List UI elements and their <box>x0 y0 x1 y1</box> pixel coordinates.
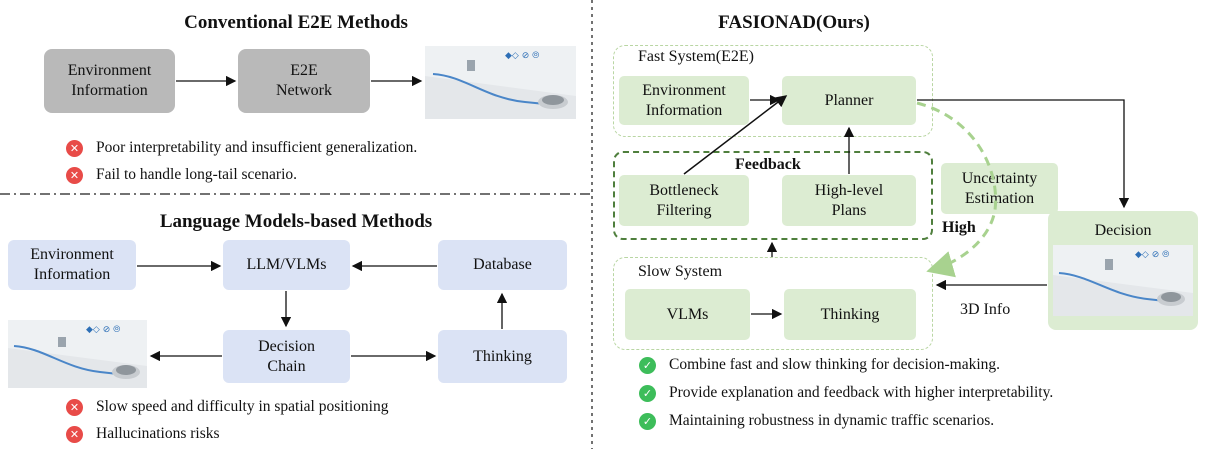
decision-chain-box: Decision Chain <box>223 330 350 383</box>
language-models-title: Language Models-based Methods <box>159 211 433 232</box>
cross-icon: ✕ <box>66 398 83 416</box>
cross-icon: ✕ <box>66 166 83 184</box>
check-icon: ✓ <box>639 356 656 374</box>
e2e-bullet-1: ✕ Poor interpretability and insufficient… <box>66 139 417 157</box>
svg-text:◆◇ ⊘ ⦾: ◆◇ ⊘ ⦾ <box>86 325 120 335</box>
fasionad-title: FASIONAD(Ours) <box>718 12 870 33</box>
high-label: High <box>942 219 976 236</box>
svg-text:◆◇ ⊘ ⦾: ◆◇ ⊘ ⦾ <box>505 51 539 61</box>
fast-system-label: Fast System(E2E) <box>638 48 754 65</box>
llm-bullet-2: ✕ Hallucinations risks <box>66 425 220 443</box>
feedback-label: Feedback <box>735 156 801 173</box>
planner-box: Planner <box>782 76 916 125</box>
decision-label: Decision <box>1094 222 1152 239</box>
llm-vlms-box: LLM/VLMs <box>223 240 350 290</box>
driving-scene-image: ◆◇ ⊘ ⦾ <box>425 46 576 119</box>
llm-thinking-box: Thinking <box>438 330 567 383</box>
llm-bullet-1: ✕ Slow speed and difficulty in spatial p… <box>66 398 388 416</box>
driving-scene-image: ◆◇ ⊘ ⦾ <box>8 320 147 388</box>
driving-scene-image: ◆◇ ⊘ ⦾ <box>1053 245 1193 316</box>
svg-text:◆◇ ⊘ ⦾: ◆◇ ⊘ ⦾ <box>1135 250 1169 260</box>
fasionad-bullet-3: ✓ Maintaining robustness in dynamic traf… <box>639 412 994 430</box>
llm-arrows <box>137 260 508 362</box>
conventional-e2e-title: Conventional E2E Methods <box>184 12 408 33</box>
slow-system-panel <box>613 257 933 350</box>
fast-system-panel <box>613 45 933 137</box>
check-icon: ✓ <box>639 384 656 402</box>
slow-system-label: Slow System <box>638 263 723 280</box>
fasionad-bullet-1: ✓ Combine fast and slow thinking for dec… <box>639 356 1000 374</box>
fasionad-bullet-2: ✓ Provide explanation and feedback with … <box>639 384 1053 402</box>
e2e-environment-box: Environment Information <box>44 49 175 113</box>
llm-environment-box: Environment Information <box>8 240 136 290</box>
cross-icon: ✕ <box>66 139 83 157</box>
e2e-network-box: E2E Network <box>238 49 370 113</box>
slow-thinking-box: Thinking <box>784 289 916 340</box>
e2e-arrows <box>176 75 423 87</box>
feedback-panel <box>613 151 933 240</box>
fasionad-environment-box: Environment Information <box>619 76 749 125</box>
bottleneck-filtering-box: Bottleneck Filtering <box>619 175 749 226</box>
vlms-box: VLMs <box>625 289 750 340</box>
high-level-plans-box: High-level Plans <box>782 175 916 226</box>
uncertainty-estimation-box: Uncertainty Estimation <box>941 163 1058 214</box>
cross-icon: ✕ <box>66 425 83 443</box>
check-icon: ✓ <box>639 412 656 430</box>
database-box: Database <box>438 240 567 290</box>
3d-info-label: 3D Info <box>960 301 1011 318</box>
e2e-bullet-2: ✕ Fail to handle long-tail scenario. <box>66 166 297 184</box>
